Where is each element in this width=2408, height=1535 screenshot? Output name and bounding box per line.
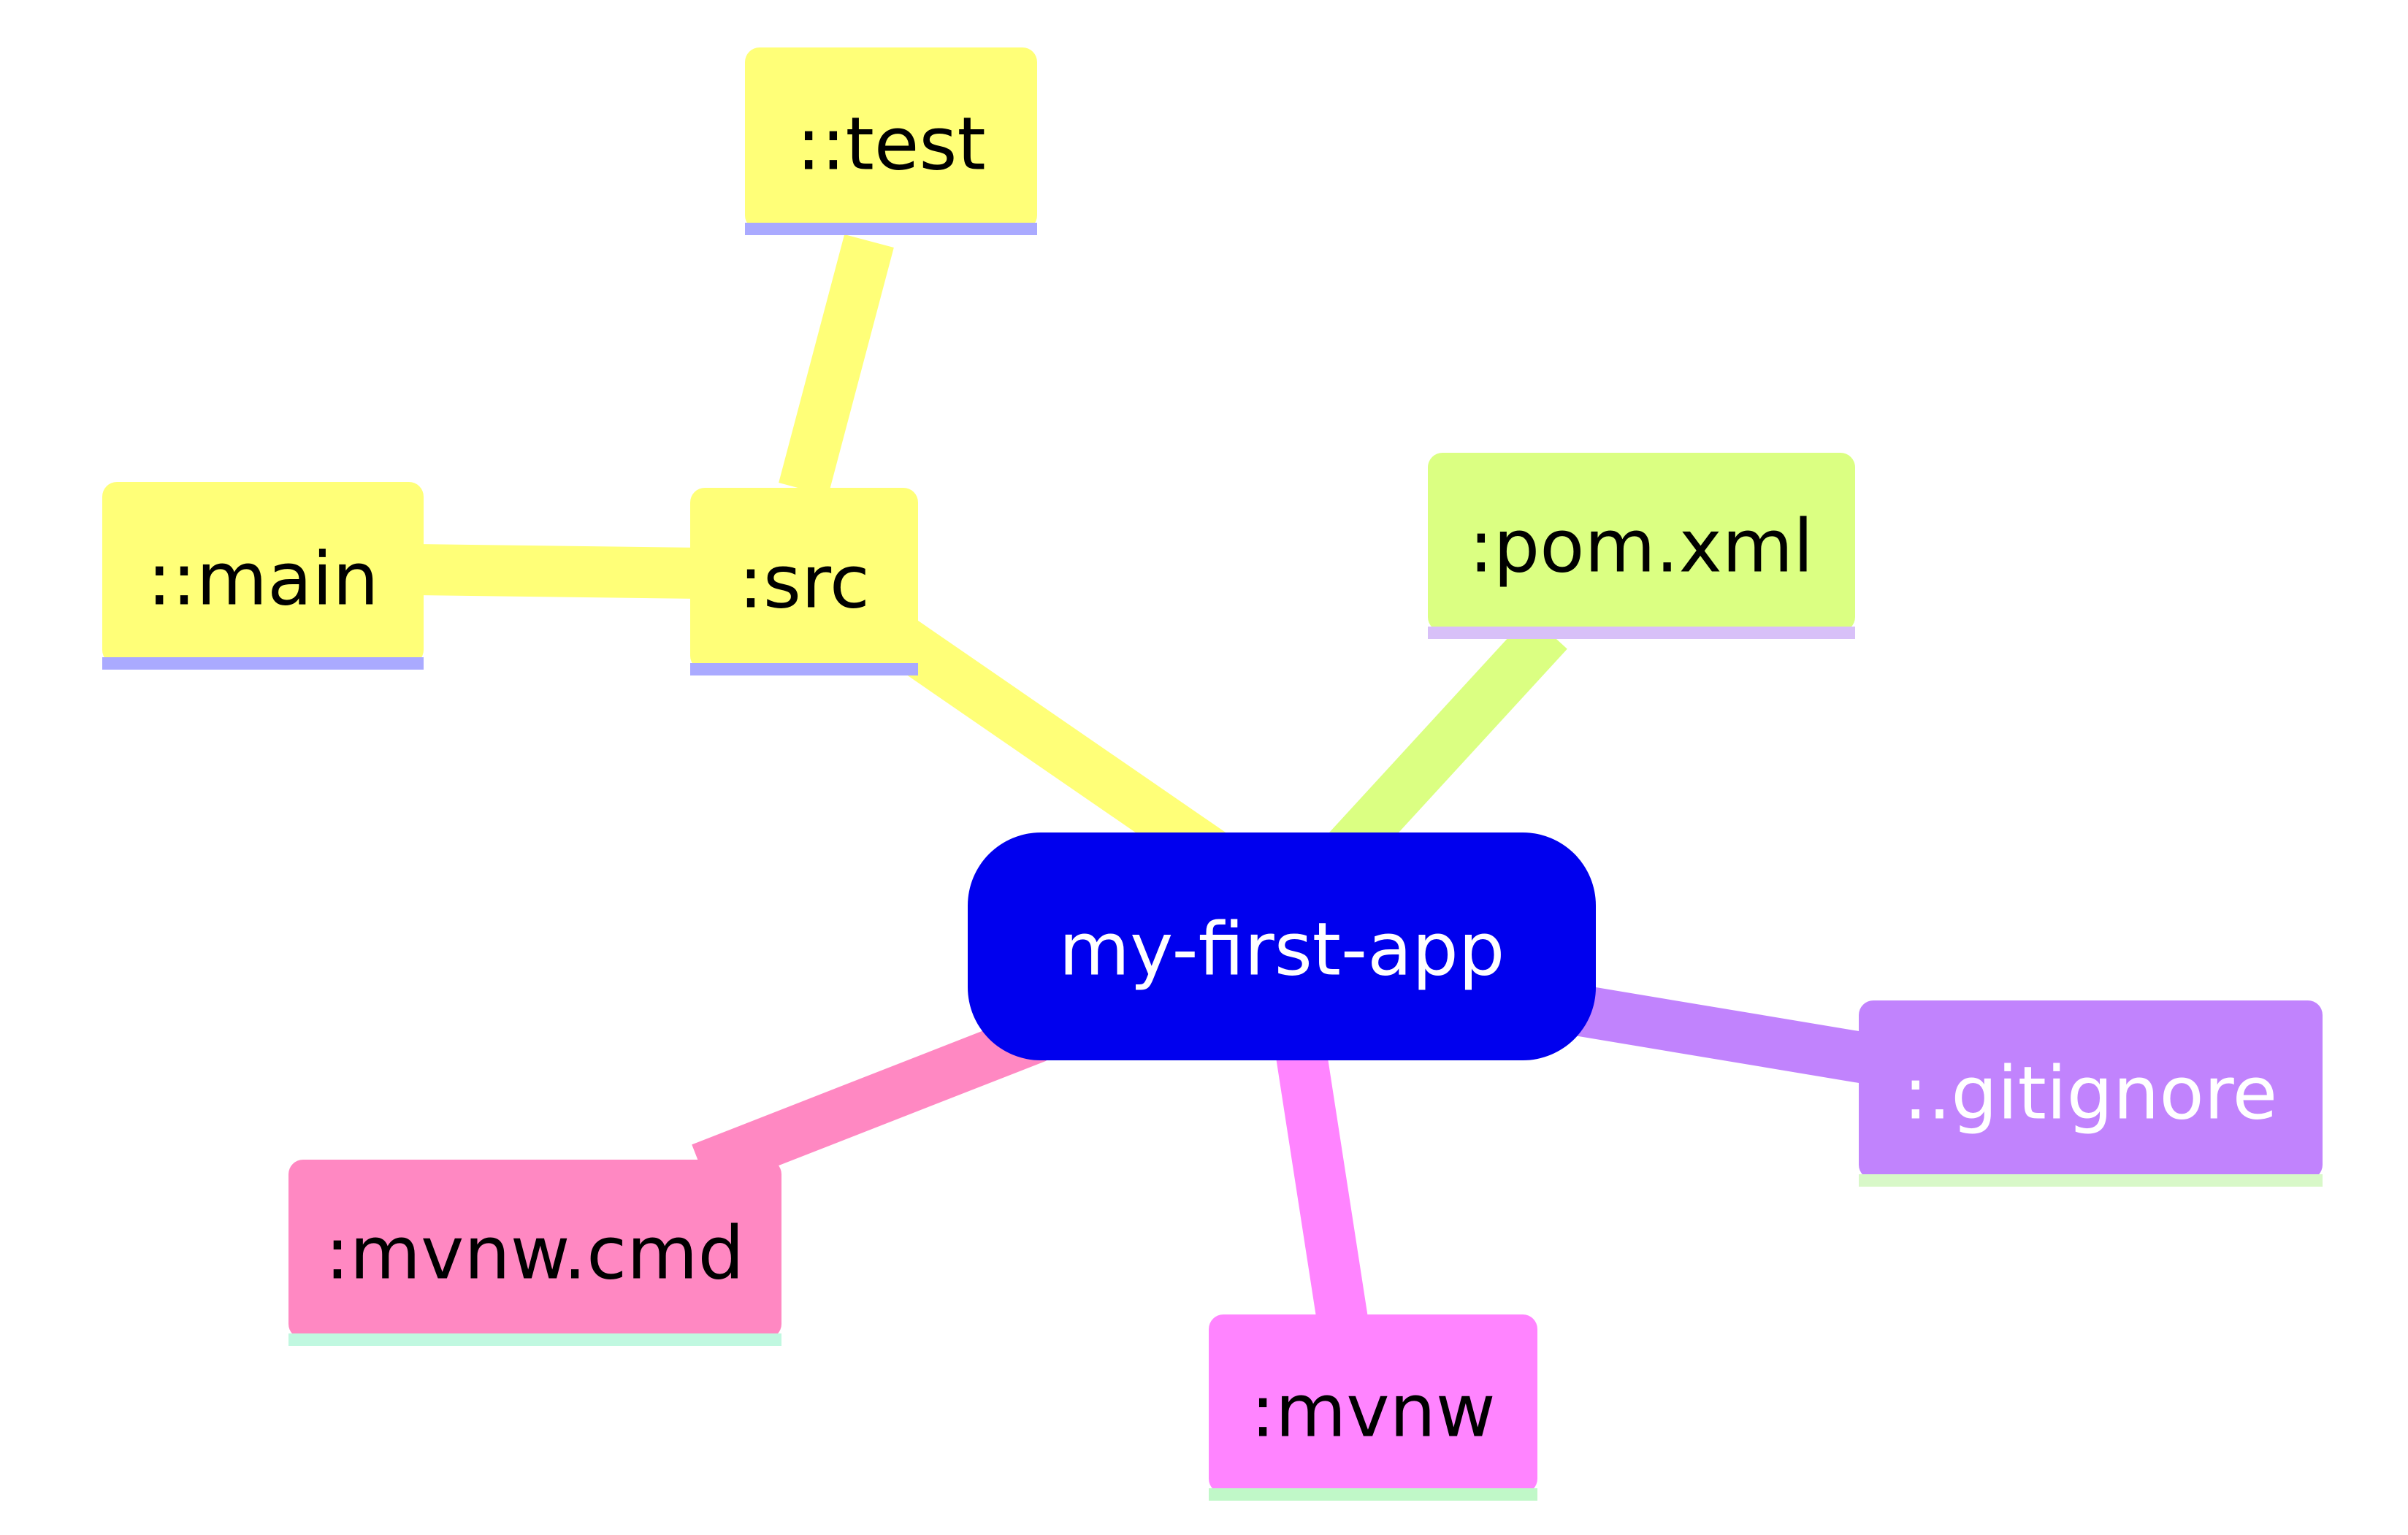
edge-src-test <box>779 234 894 496</box>
edge-root-gitignore <box>1537 979 1874 1084</box>
edges-layer <box>416 234 1874 1333</box>
edge-root-mvnw <box>1271 1018 1369 1333</box>
node-main-label: ::main <box>147 537 378 622</box>
node-mvnwcmd-underline <box>288 1333 781 1346</box>
node-pom[interactable]: :pom.xml <box>1428 453 1855 639</box>
node-pom-box <box>1428 453 1855 632</box>
node-mvnwcmd-label: :mvnw.cmd <box>325 1211 744 1296</box>
node-src[interactable]: :src <box>690 488 918 675</box>
node-gitignore[interactable]: :.gitignore <box>1859 1000 2323 1187</box>
edge-src-main <box>416 544 702 599</box>
node-root[interactable]: my-first-app <box>968 832 1596 1060</box>
node-main[interactable]: ::main <box>102 482 424 670</box>
node-main-underline <box>102 657 424 670</box>
node-test-underline <box>745 223 1037 235</box>
node-mvnw-label: :mvnw <box>1250 1369 1495 1454</box>
node-mvnw[interactable]: :mvnw <box>1209 1314 1537 1501</box>
node-test-label: ::test <box>796 102 985 187</box>
node-pom-label: :pom.xml <box>1469 504 1813 589</box>
node-test[interactable]: ::test <box>745 47 1037 235</box>
node-mvnwcmd[interactable]: :mvnw.cmd <box>288 1160 781 1346</box>
node-test-box <box>745 47 1037 230</box>
node-gitignore-box <box>1859 1000 2323 1179</box>
edge-root-mvnwcmd <box>692 1013 1047 1193</box>
node-mvnwcmd-box <box>288 1160 781 1339</box>
edge-root-pom <box>1325 614 1567 872</box>
node-gitignore-label: :.gitignore <box>1903 1051 2277 1136</box>
node-mvnw-underline <box>1209 1488 1537 1501</box>
edge-root-src <box>869 607 1227 876</box>
node-mvnw-box <box>1209 1314 1537 1493</box>
node-src-label: :src <box>738 540 870 625</box>
node-pom-underline <box>1428 627 1855 639</box>
node-src-box <box>690 488 918 670</box>
node-main-box <box>102 482 424 665</box>
node-gitignore-underline <box>1859 1174 2323 1187</box>
node-root-box <box>968 832 1596 1060</box>
node-root-label: my-first-app <box>1059 907 1505 992</box>
node-src-underline <box>690 663 918 675</box>
